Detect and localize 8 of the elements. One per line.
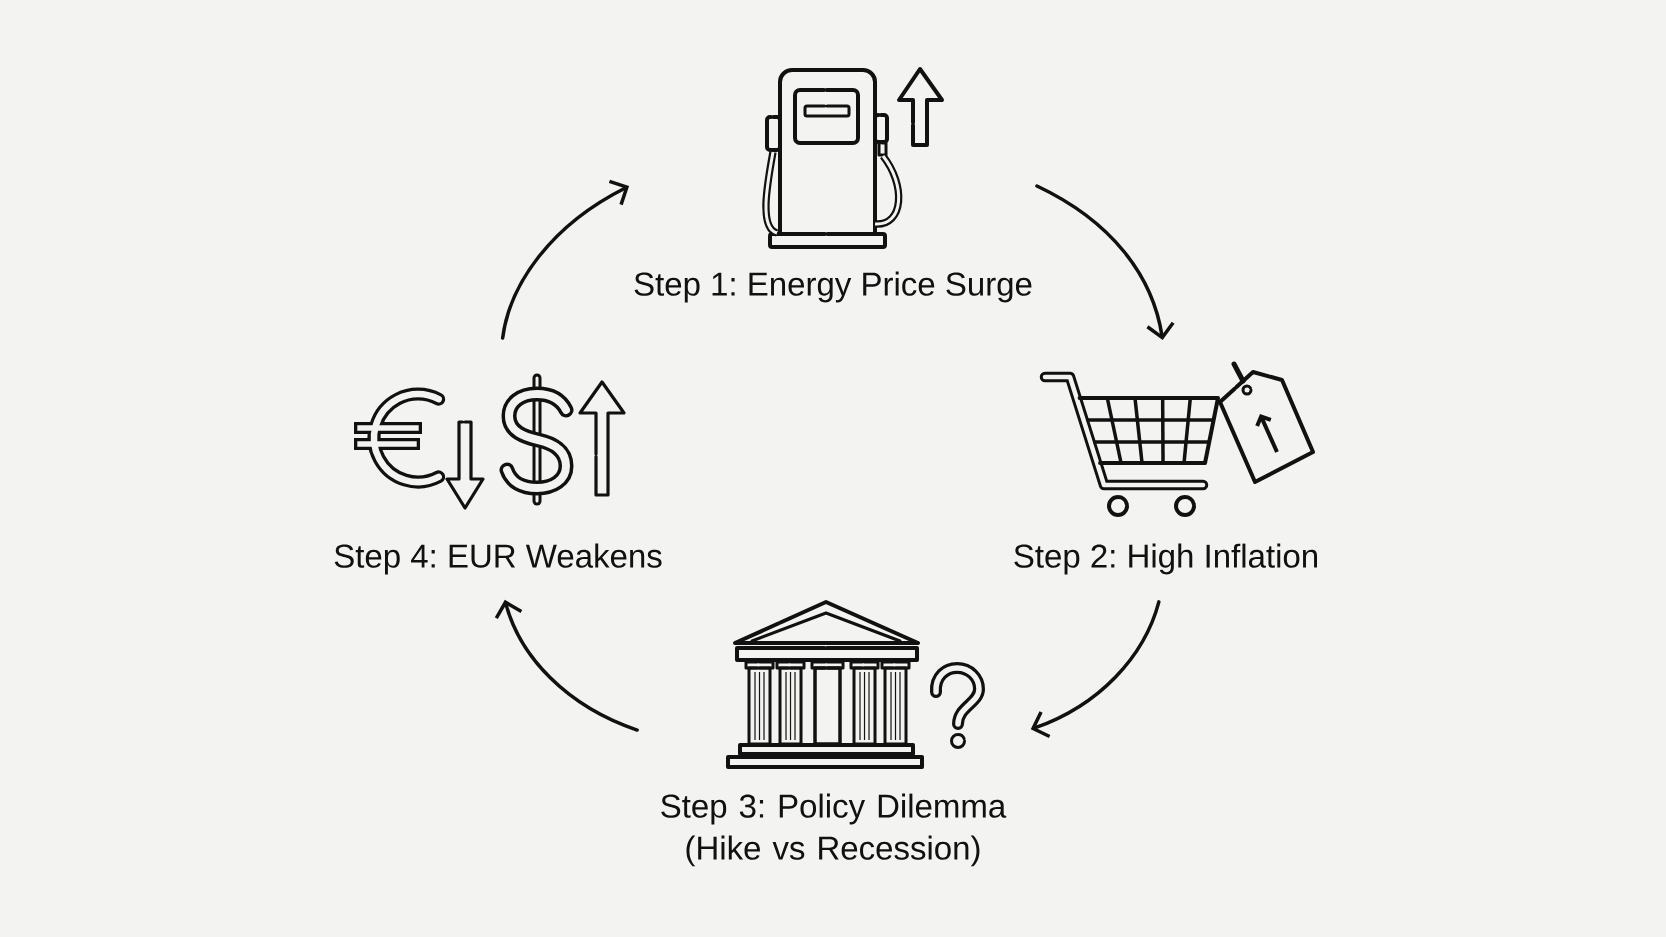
arrow xyxy=(1035,184,1175,341)
arrow xyxy=(500,179,630,340)
step-label: Step 2: High Inflation xyxy=(1014,543,1317,575)
step-label: Step 4: EUR Weakens xyxy=(334,543,662,575)
step-label: Step 3: Policy Dilemma (Hike vs Recession) xyxy=(661,793,1007,867)
arrow xyxy=(494,599,639,732)
arrow xyxy=(1030,600,1161,739)
step-label: Step 1: Energy Price Surge xyxy=(634,271,1032,303)
